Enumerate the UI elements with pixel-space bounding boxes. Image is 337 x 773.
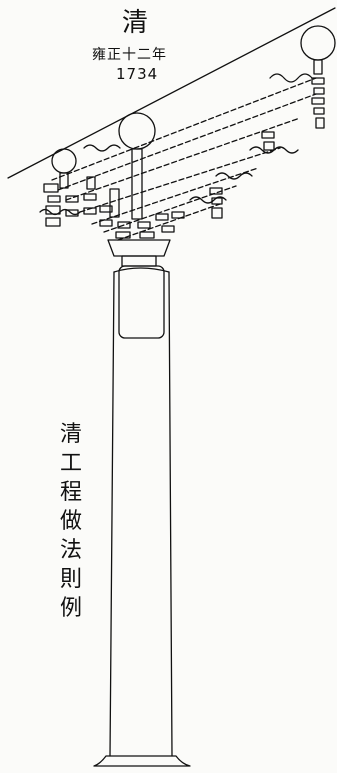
cap-block <box>107 239 171 267</box>
bracket-blocks-right <box>209 77 325 219</box>
column-head-block <box>118 265 165 339</box>
roof-slope-line <box>7 7 336 179</box>
source-text-vertical: 清工程做法則例 <box>59 422 82 621</box>
cloud-brackets <box>39 73 313 216</box>
column-base <box>93 755 191 767</box>
purlin-middle <box>118 112 156 220</box>
bracket-blocks-left <box>43 183 185 239</box>
eave-post-a <box>86 176 96 190</box>
column-shaft <box>109 267 173 757</box>
purlin-top <box>300 25 336 75</box>
reign-period-label: 雍正十二年 <box>92 47 167 63</box>
purlin-eave <box>51 148 77 189</box>
year-label: 1734 <box>116 65 159 83</box>
dynasty-label: 清 <box>122 8 149 38</box>
eave-post-b <box>109 188 120 218</box>
